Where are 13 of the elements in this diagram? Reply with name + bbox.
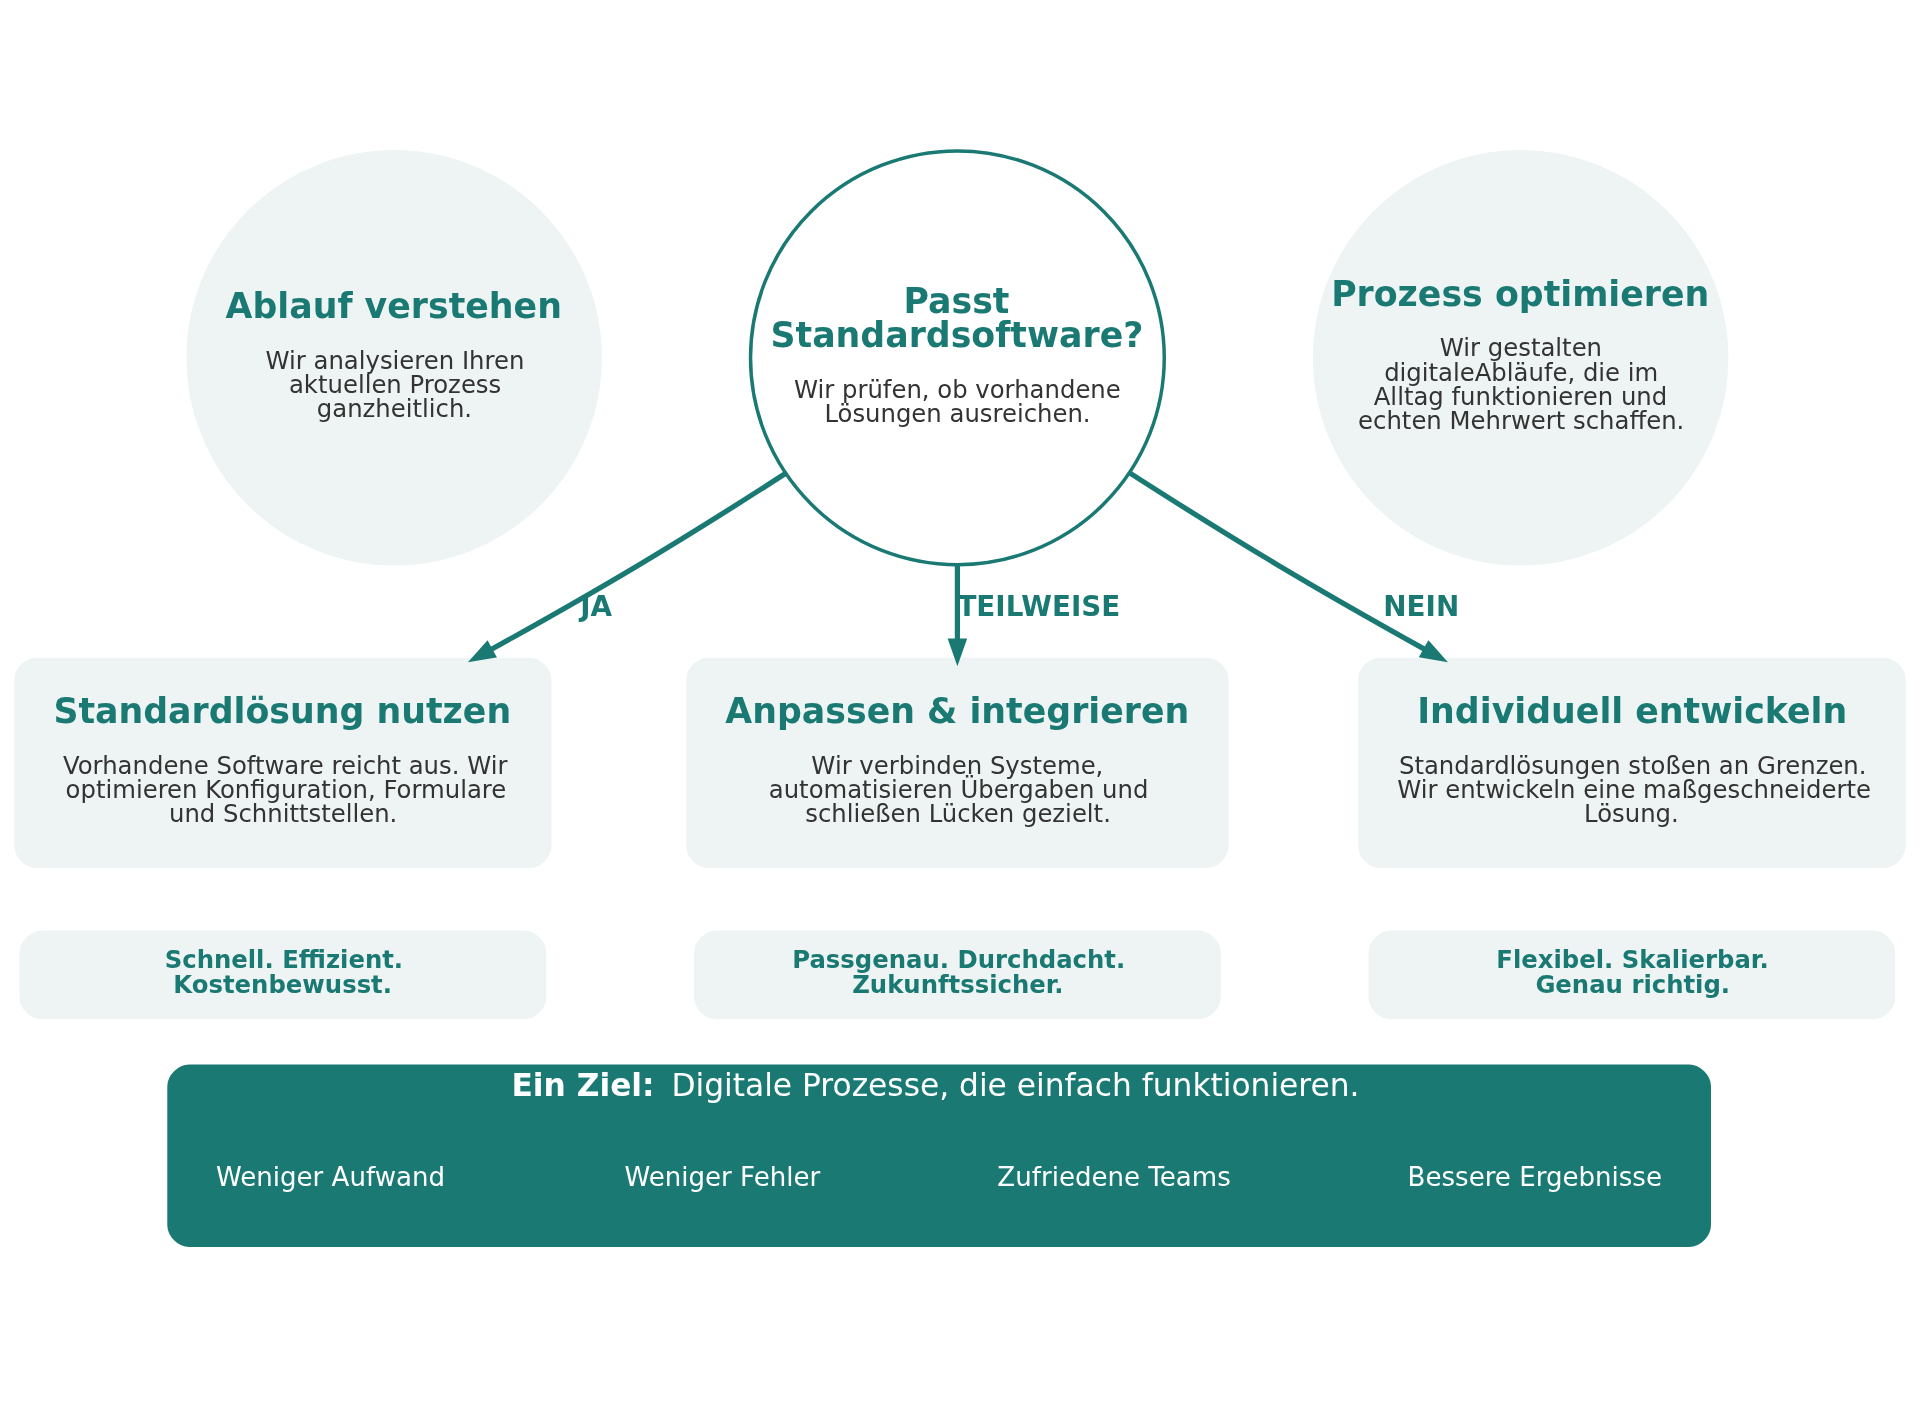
node-box: Individuell entwickeln Standardlösungen stoßen an Grenzen. Wir entwickeln eine maßgeschneiderte Lösung. <box>1358 657 1906 868</box>
arrow <box>1128 470 1448 662</box>
node-circle: Passt Standardsoftware? Wir prüfen, ob vorhandene Lösungen ausreichen. <box>748 148 1166 566</box>
arrow <box>947 564 968 666</box>
node-text: Bessere Ergebnisse <box>1407 1161 1663 1192</box>
node-text: Weniger Aufwand <box>215 1161 445 1192</box>
node-box: Anpassen & integrieren Wir verbinden Systeme, automatisieren Übergaben und schließen Lücken gezielt. <box>686 657 1229 868</box>
edge-label: TEILWEISE <box>957 589 1121 623</box>
edge-label: NEIN <box>1383 589 1460 623</box>
node-text: Zufriedene Teams <box>997 1161 1231 1192</box>
node-text: Weniger Fehler <box>624 1161 821 1192</box>
arrow <box>467 470 787 662</box>
node-box: Standardlösung nutzen Vorhandene Software reicht aus. Wir optimieren Konfiguration, Formulare und Schnittstellen. <box>14 657 552 868</box>
